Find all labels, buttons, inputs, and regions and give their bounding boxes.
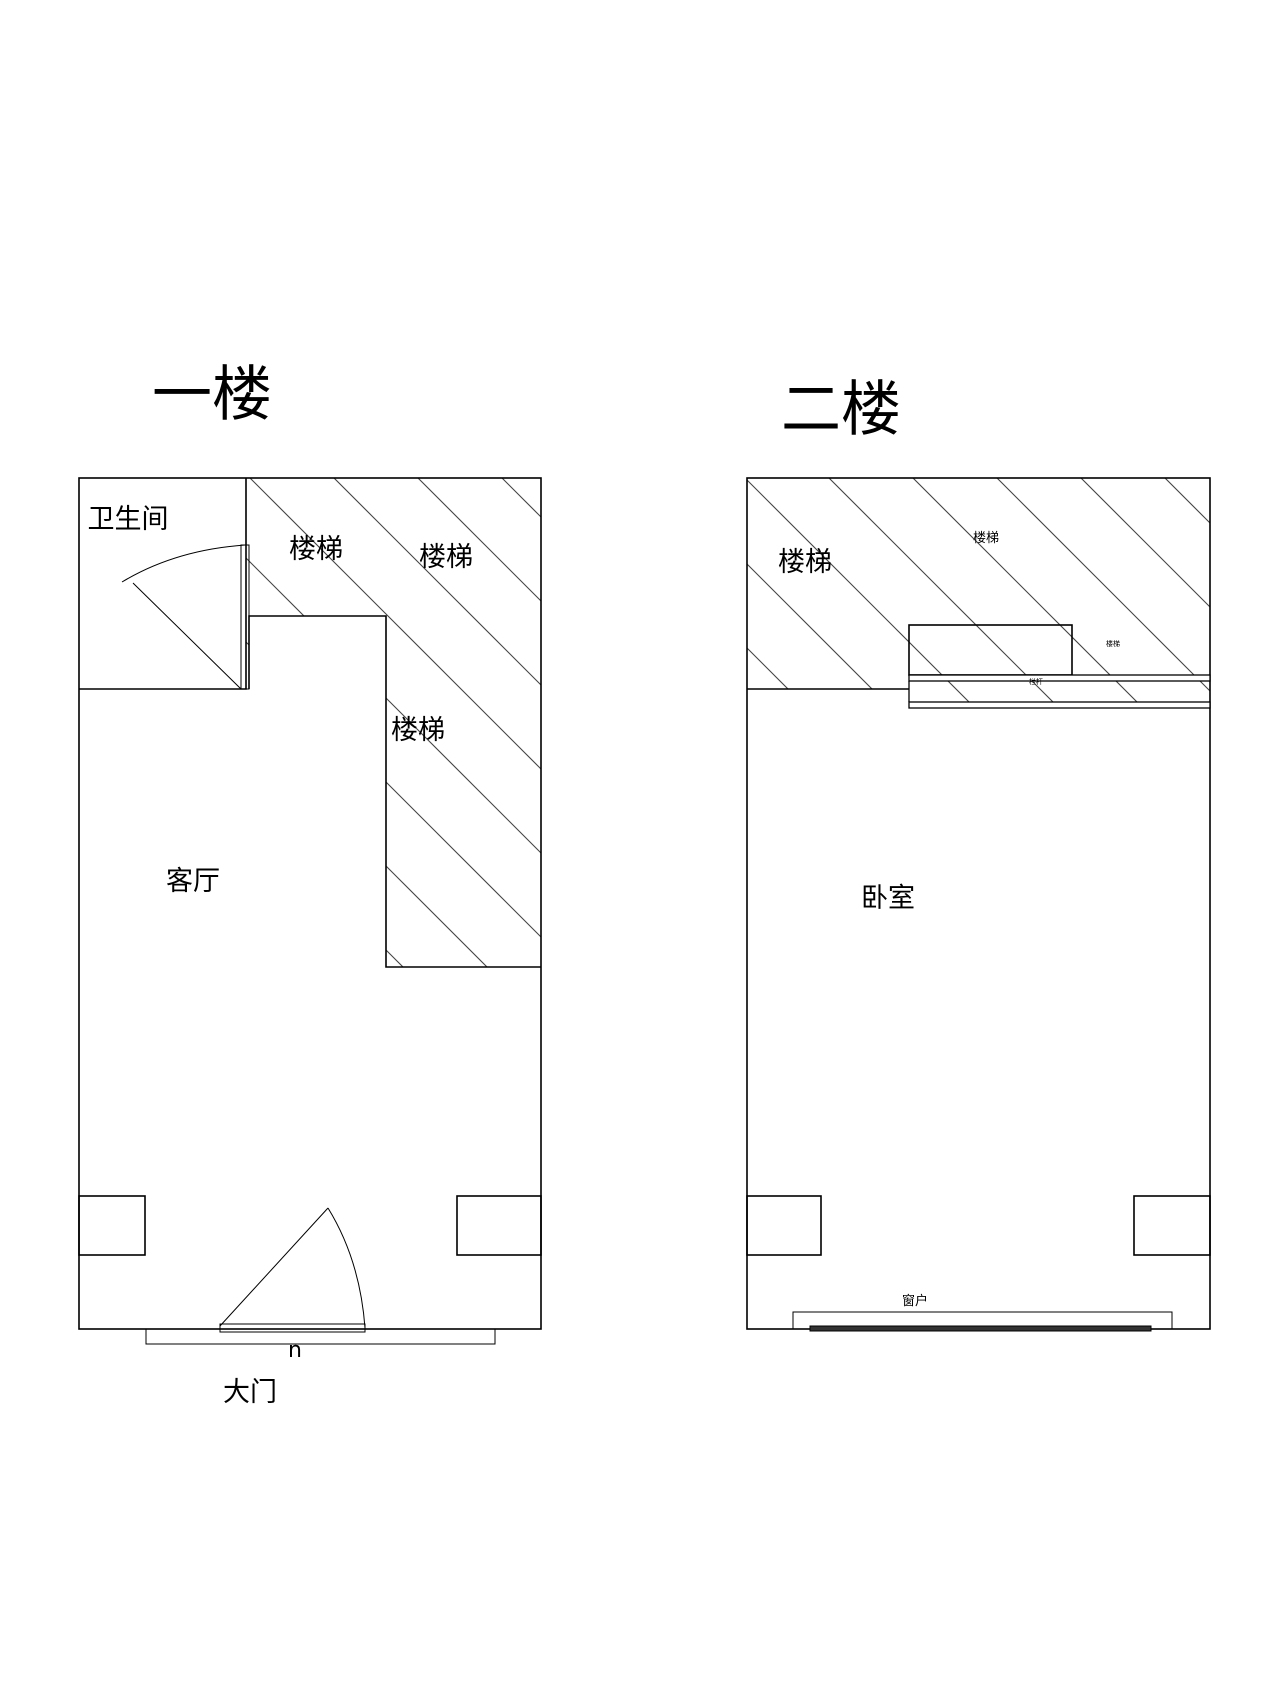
hatch-line — [246, 478, 541, 967]
hatch-line — [996, 478, 1210, 708]
bathroom-label: 卫生间 — [88, 504, 169, 535]
bathroom-door-swing — [132, 582, 242, 690]
railing-box — [908, 624, 1073, 676]
hatch-line — [912, 478, 1210, 708]
hatch-line — [249, 478, 541, 967]
hatch-line — [1164, 478, 1210, 708]
main-door-arc — [327, 1207, 366, 1329]
door-mark: n — [288, 1338, 302, 1363]
floor2-pillar-right — [1133, 1195, 1211, 1256]
bathroom-door-leaf[interactable] — [240, 544, 250, 690]
stair-hatch-floor2 — [747, 478, 1210, 708]
hatch-line — [333, 478, 541, 967]
floor2-pillar-left — [746, 1195, 822, 1256]
hatch-line — [828, 478, 1210, 708]
stairs-label: 楼梯 — [391, 715, 445, 746]
hatch-line — [747, 478, 1210, 708]
stairs-label: 楼梯 — [778, 547, 832, 578]
hatch-line — [246, 478, 541, 967]
hatch-line — [246, 478, 431, 967]
railing-bar-top — [908, 674, 1211, 682]
window-glass — [809, 1325, 1152, 1332]
floor2-title: 二楼 — [781, 375, 901, 445]
main-door-label: 大门 — [223, 1377, 277, 1408]
hatch-line — [747, 478, 1210, 708]
railing-label: 栏杆 — [1029, 677, 1043, 686]
railing-bar-bottom — [908, 701, 1211, 709]
main-door-swing — [219, 1207, 329, 1327]
stairs-label: 楼梯 — [1106, 639, 1120, 648]
floor2-outer-wall — [746, 477, 1211, 1330]
bedroom-label: 卧室 — [861, 883, 915, 914]
bathroom-door-arc — [121, 544, 246, 583]
floor1-plan — [78, 477, 542, 1345]
floor1-title: 一楼 — [152, 360, 272, 430]
hatch-line — [246, 478, 263, 967]
floor1-pillar-left — [78, 1195, 146, 1256]
living-room-label: 客厅 — [166, 866, 220, 897]
floor1-pillar-right — [456, 1195, 542, 1256]
hatch-line — [1080, 478, 1210, 708]
floor2-plan — [746, 477, 1211, 1332]
stair-hatch-floor1 — [246, 478, 541, 967]
stairs-label: 楼梯 — [973, 531, 999, 546]
window-label: 窗户 — [902, 1293, 928, 1309]
hatch-line — [246, 478, 347, 967]
stairs-label: 楼梯 — [419, 542, 473, 573]
stairs-label: 楼梯 — [289, 534, 343, 565]
hatch-line — [417, 478, 541, 967]
floor1-outer-wall — [78, 477, 542, 1330]
main-door-leaf[interactable] — [219, 1323, 366, 1333]
main-door-threshold — [145, 1328, 496, 1345]
